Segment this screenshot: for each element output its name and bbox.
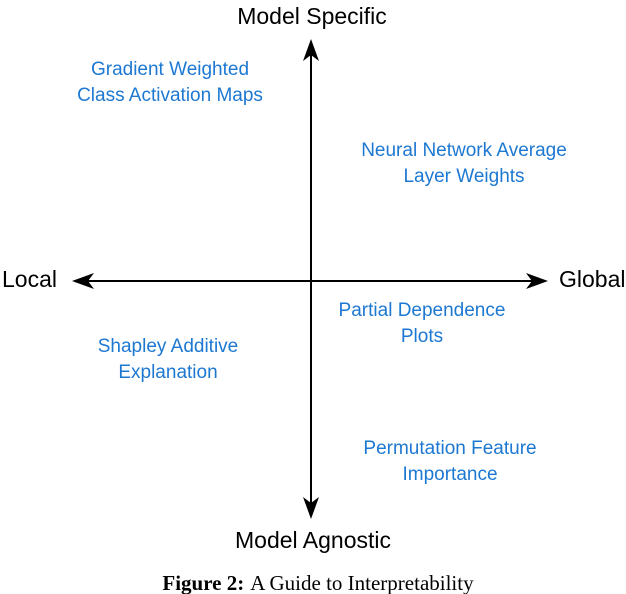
arrowhead-left-icon (72, 273, 94, 289)
axis-label-local: Local (2, 266, 57, 292)
axis-label-model-specific: Model Specific (237, 3, 387, 29)
caption-figure-number: Figure 2: (162, 571, 245, 594)
arrowhead-up-icon (303, 39, 319, 61)
axis-label-global: Global (559, 266, 626, 292)
arrowhead-right-icon (526, 273, 548, 289)
method-label-gradient-weighted-class-activation-maps: Gradient Weighted Class Activation Maps (77, 57, 263, 109)
method-line: Explanation (118, 362, 218, 383)
method-line: Gradient Weighted (90, 59, 250, 80)
method-label-neural-network-average-layer-weights: Neural Network Average Layer Weights (361, 138, 567, 190)
method-label-partial-dependence-plots: Partial Dependence Plots (339, 298, 506, 350)
arrowhead-down-icon (303, 497, 319, 519)
method-line: Class Activation Maps (77, 85, 263, 106)
method-line: Permutation Feature (363, 438, 537, 459)
method-line: Partial Dependence (338, 300, 506, 321)
method-label-permutation-feature-importance: Permutation Feature Importance (363, 436, 536, 488)
method-line: Layer Weights (403, 166, 525, 187)
method-label-shapley-additive-explanation: Shapley Additive Explanation (98, 334, 239, 386)
figure-caption: Figure 2:A Guide to Interpretability (162, 571, 473, 594)
method-line: Importance (402, 464, 498, 485)
method-line: Plots (400, 326, 444, 347)
caption-title: A Guide to Interpretability (250, 571, 474, 594)
method-line: Neural Network Average (361, 140, 567, 161)
method-line: Shapley Additive (97, 336, 239, 357)
axis-label-model-agnostic: Model Agnostic (235, 527, 391, 553)
